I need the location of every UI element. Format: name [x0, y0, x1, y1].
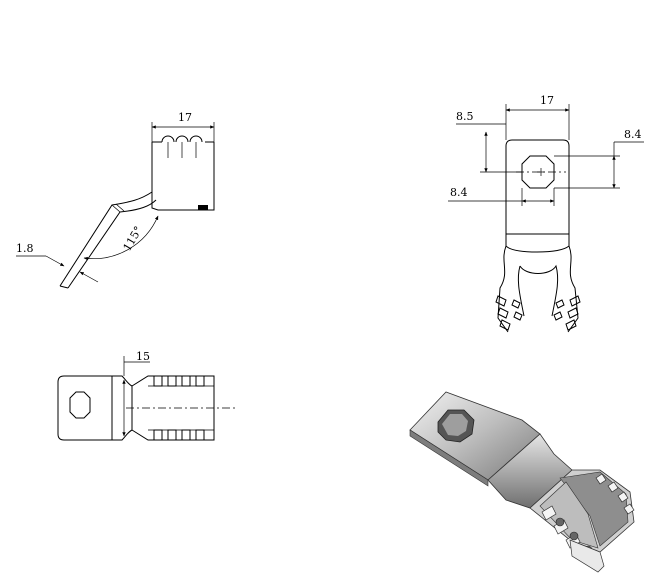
front-view-hole-bottom-dim: 8.4 [450, 186, 468, 199]
front-view: 17 8.5 8.4 8.4 [448, 94, 644, 333]
side-view-nub [198, 205, 208, 210]
front-view-hole-right-dim: 8.4 [624, 128, 642, 141]
side-view: 17 1.8 115° [16, 111, 215, 289]
front-view-crimp-teeth [495, 295, 581, 331]
isometric-view [409, 391, 635, 573]
side-view-thickness-dim: 1.8 [16, 242, 34, 255]
front-view-neck [505, 234, 570, 253]
top-view-crimp-slots [148, 376, 214, 440]
side-view-crimp-body [151, 142, 215, 211]
front-view-fork-left [497, 245, 509, 333]
side-view-angle-arc [83, 215, 159, 261]
side-view-angle-dim: 115° [121, 224, 146, 253]
front-view-width-dim: 17 [540, 94, 554, 107]
front-view-pad [505, 139, 570, 235]
top-view-pad [57, 375, 113, 441]
front-view-hole-top-dim: 8.5 [456, 110, 474, 123]
top-view: 15 [57, 350, 238, 441]
side-view-crimp-teeth [161, 135, 203, 143]
isometric-crimp-teeth [541, 473, 635, 555]
top-view-height-dim: 15 [136, 350, 150, 363]
front-view-octagon-hole [521, 155, 555, 189]
top-view-octagon-hole [69, 391, 91, 419]
side-view-width-dim: 17 [178, 111, 192, 124]
front-view-fork-right [567, 245, 579, 333]
